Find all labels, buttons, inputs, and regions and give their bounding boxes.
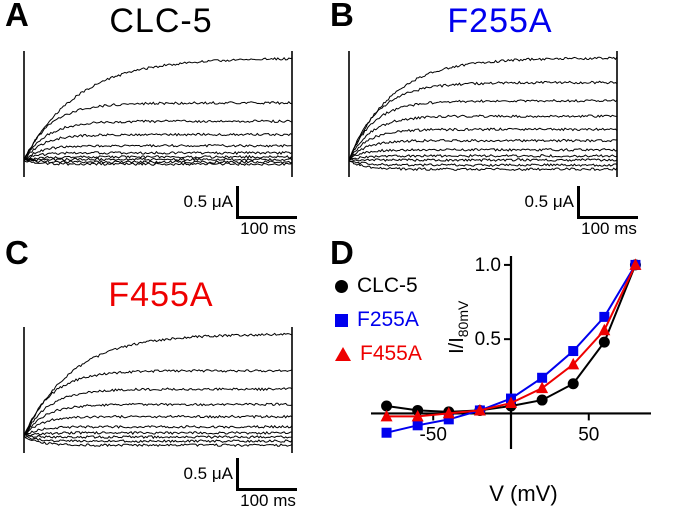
panel-title-b: F255A (447, 2, 553, 40)
scale-bar-a: 0.5 μA 100 ms (184, 186, 297, 238)
panel-a: A CLC-5 0.5 μA 100 ms (0, 0, 322, 238)
panel-label-a: A (5, 0, 29, 33)
scale-bar-current-label-b: 0.5 μA (524, 192, 575, 211)
legend-label-clc5: CLC-5 (357, 274, 418, 297)
square-marker-icon (335, 313, 348, 327)
svg-text:I/I80mV: I/I80mV (446, 300, 471, 354)
scale-bar-c: 0.5 μA 100 ms (184, 458, 297, 510)
panel-d: D CLC-5 F255A F455A -50 50 0.5 1.0 V (mV) I/I… (325, 234, 675, 513)
scale-bar-time-label-b: 100 ms (581, 219, 637, 238)
scale-bar-current-label-c: 0.5 μA (183, 464, 234, 483)
current-traces-b (348, 51, 618, 177)
svg-text:0.5: 0.5 (475, 329, 501, 350)
legend-label-f255a: F255A (357, 308, 419, 331)
svg-text:-50: -50 (419, 424, 446, 445)
panel-b: B F255A 0.5 μA 100 ms (325, 0, 675, 238)
circle-marker-icon (335, 279, 348, 293)
svg-text:1.0: 1.0 (475, 255, 501, 276)
svg-text:V (mV): V (mV) (489, 481, 557, 506)
iv-chart: -50 50 0.5 1.0 V (mV) I/I80mV (371, 255, 651, 506)
legend-item-clc5: CLC-5 (335, 274, 422, 298)
panel-label-b: B (330, 0, 354, 33)
current-traces-c (23, 327, 293, 453)
triangle-marker-icon (335, 347, 351, 361)
scale-bar-time-label-c: 100 ms (240, 491, 296, 510)
panel-title-c: F455A (108, 276, 214, 314)
scale-bar-b: 0.5 μA 100 ms (525, 186, 638, 238)
panel-label-d: D (330, 234, 354, 271)
legend-item-f455a: F455A (335, 342, 422, 366)
panel-title-a: CLC-5 (109, 2, 213, 40)
panel-c: C F455A 0.5 μA 100 ms (0, 234, 322, 513)
iv-legend: CLC-5 F255A F455A (335, 274, 422, 366)
legend-label-f455a: F455A (360, 342, 422, 365)
legend-item-f255a: F255A (335, 308, 422, 332)
panel-label-c: C (5, 234, 29, 271)
svg-text:50: 50 (578, 424, 599, 445)
scale-bar-current-label-a: 0.5 μA (183, 192, 234, 211)
current-traces-a (23, 51, 293, 177)
scale-bar-time-label-a: 100 ms (240, 219, 296, 238)
